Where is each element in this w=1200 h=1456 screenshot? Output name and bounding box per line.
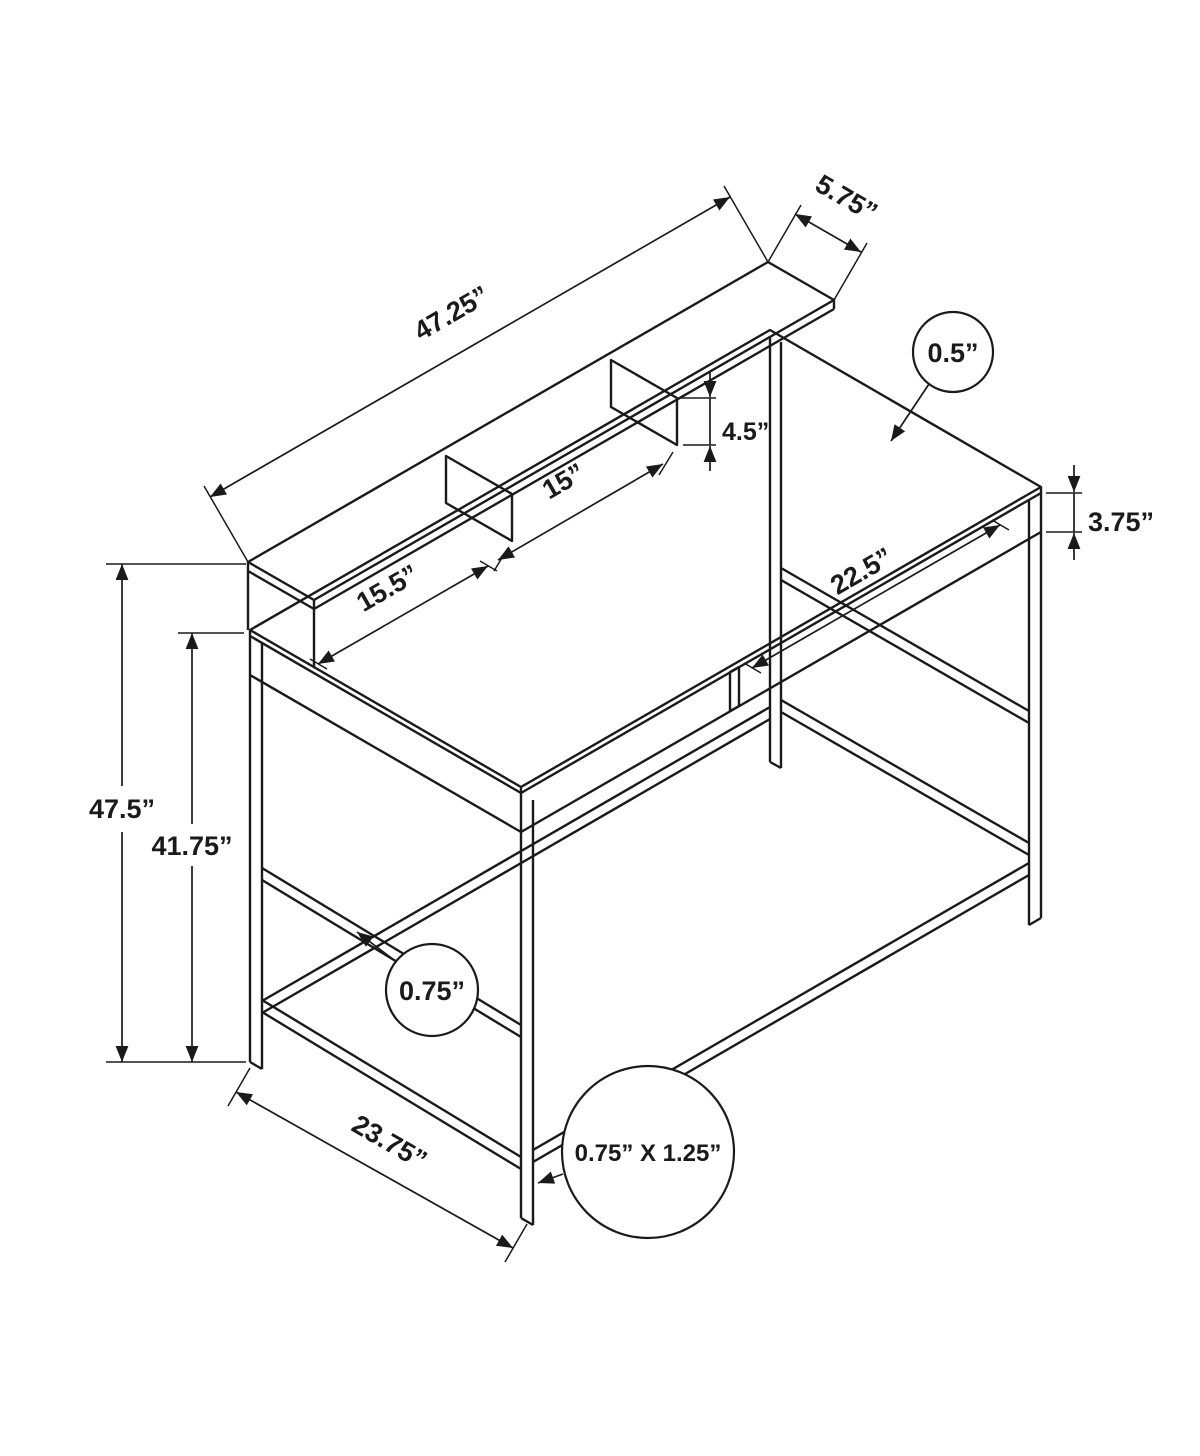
dim-label-frame-thickness: 0.75” [399, 976, 465, 1006]
shelf-plank [246, 260, 836, 667]
desktop-surface [248, 328, 1043, 795]
dim-left-cubby-width: 15.5” [309, 559, 498, 670]
extension-line [493, 451, 674, 572]
frame-stretchers [261, 705, 1030, 1164]
dim-depth: 23.75” [227, 1067, 528, 1263]
dim-shelf-length: 47.25” [203, 185, 769, 563]
leader-line [537, 1171, 564, 1184]
callout-frame-thickness: 0.75” [356, 931, 480, 1038]
dim-label-overall-height: 47.5” [89, 794, 155, 824]
callout-circle [911, 310, 995, 394]
dim-shelf-depth: 5.75” [767, 169, 883, 301]
dimension-line [751, 524, 1001, 669]
dim-label-top-thickness: 0.5” [927, 338, 978, 368]
dim-label-cubby-height: 3.75” [1088, 507, 1154, 537]
dim-right-cubby-width: 22.5” [743, 519, 1010, 674]
extension-line [227, 1067, 528, 1263]
dim-label-divider-height: 4.5” [722, 418, 769, 446]
dim-desktop-height: 41.75” [151, 632, 244, 1062]
extension-line [1046, 492, 1082, 533]
leader-line [356, 931, 399, 964]
dim-label-shelf-length: 47.25” [409, 280, 494, 347]
extension-line [203, 185, 769, 563]
callout-circle [384, 942, 480, 1038]
dim-label-leg-profile: 0.75” X 1.25” [575, 1140, 722, 1167]
leader-line [890, 383, 930, 442]
callout-circle [560, 1064, 736, 1240]
dim-label-depth: 23.75” [347, 1109, 432, 1176]
dimension-line [317, 565, 489, 665]
dim-overall-height: 47.5” [89, 563, 246, 1063]
dim-label-shelf-depth: 5.75” [810, 169, 882, 228]
dim-divider-spacing: 15” [493, 451, 674, 572]
dim-label-desktop-height: 41.75” [151, 831, 232, 861]
dimension-line [235, 1091, 514, 1249]
dimension-line [209, 196, 731, 498]
dim-label-divider-spacing: 15” [537, 457, 590, 505]
dimension-line [794, 213, 862, 253]
extension-line [106, 563, 246, 1063]
dim-divider-height: 4.5” [681, 372, 769, 471]
extension-line [767, 204, 868, 301]
callout-top-thickness: 0.5” [890, 310, 995, 442]
dimension-line [497, 463, 664, 561]
dim-cubby-height: 3.75” [1046, 465, 1154, 560]
callout-leg-profile: 0.75” X 1.25” [537, 1064, 736, 1240]
